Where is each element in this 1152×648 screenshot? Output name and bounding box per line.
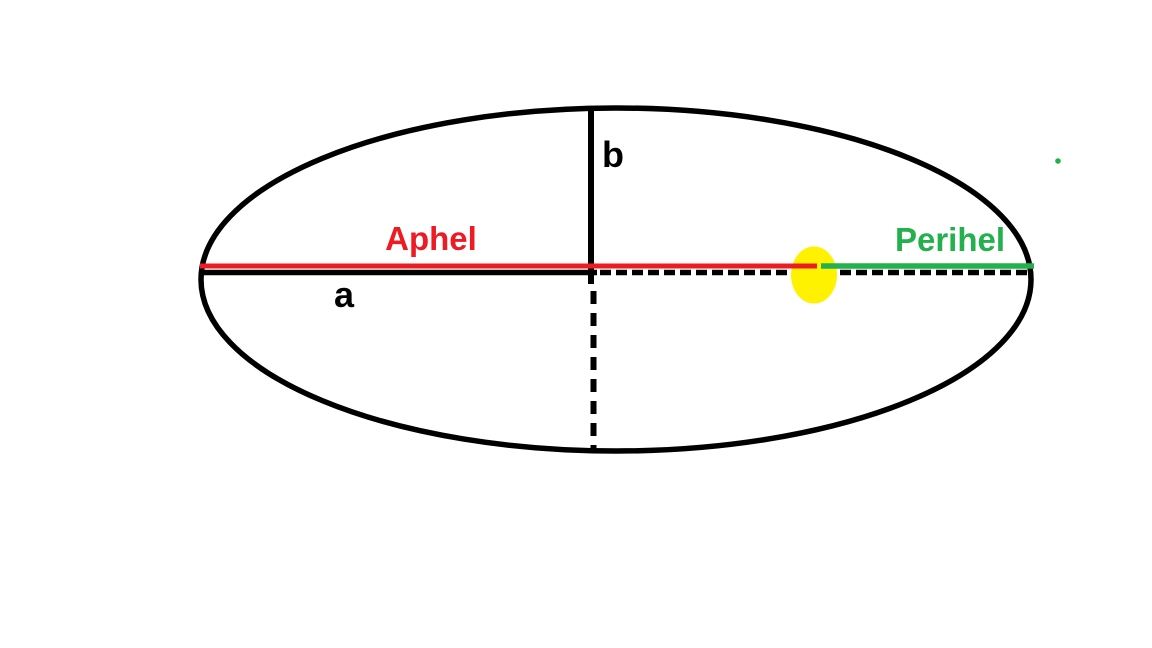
aphelion-label: Aphel	[385, 220, 477, 257]
semi-major-axis-label: a	[334, 274, 355, 315]
sun	[791, 246, 837, 304]
semi-minor-axis-label: b	[602, 134, 624, 175]
stray-dot	[1055, 158, 1061, 164]
perihelion-label: Perihel	[895, 221, 1005, 258]
orbit-ellipse	[198, 105, 1034, 454]
